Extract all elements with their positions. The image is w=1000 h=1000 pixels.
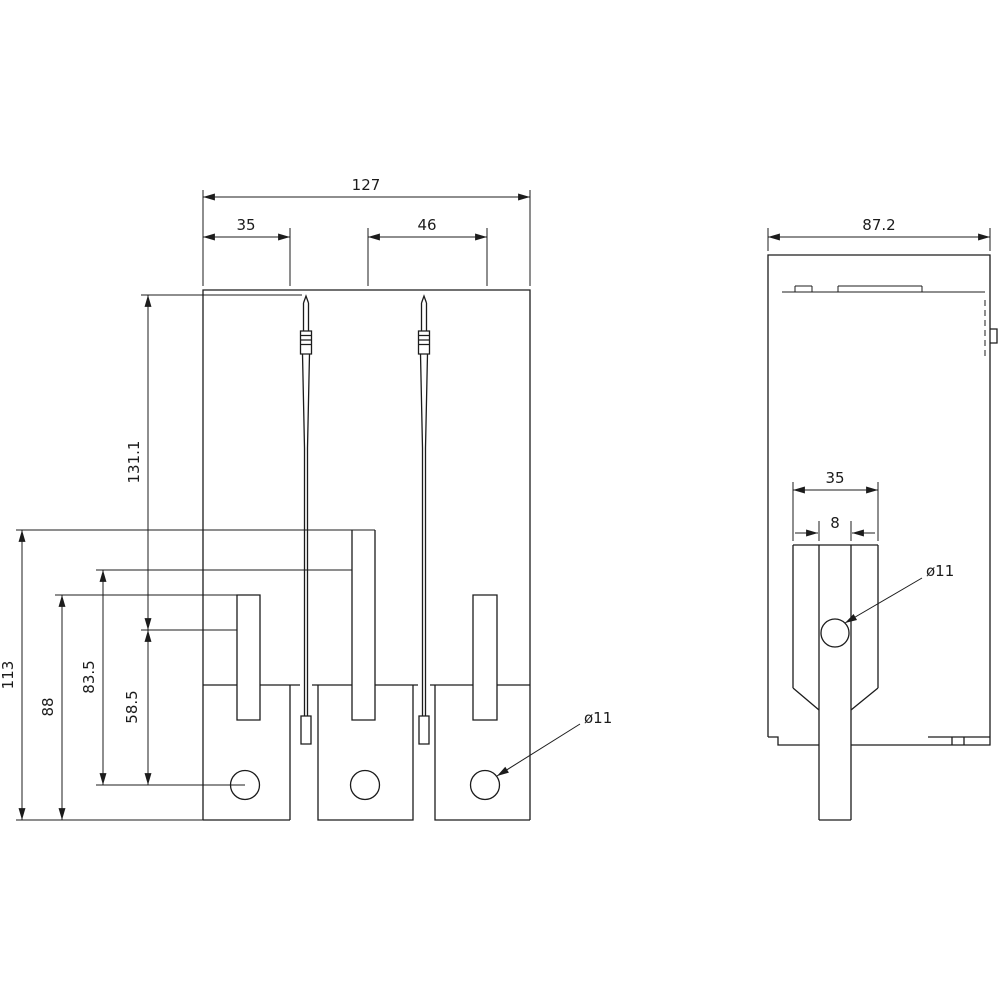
dim-113: 113 [0,530,26,820]
rod-tip [302,294,310,331]
terminal-hole-3 [469,769,501,801]
dim-pocket-width-label: 35 [825,469,844,487]
rod-head [299,330,313,355]
front-terminal-pads [203,685,530,821]
hole-callout-side-label: ø11 [926,562,954,580]
dim-83-5-label: 83.5 [80,660,98,693]
extension-lines [818,521,852,541]
rod-foot [418,715,430,745]
dim-88-label: 88 [39,697,57,716]
hole-callout-front: ø11 [496,709,612,777]
front-feature-lines [16,529,375,821]
side-terminal-bar [818,545,852,821]
clip-rod-2 [417,294,431,745]
dim-clip-height: 131.1 [125,294,302,630]
rod-foot [300,715,312,745]
dim-bar-thickness: 8 [795,514,875,541]
dim-depth: 87.2 [767,216,991,251]
side-view: 87.2 35 8 ø11 [767,216,998,821]
dim-88: 88 [39,595,66,820]
dim-terminal-pitch-label: 46 [417,216,436,234]
dim-83-5: 83.5 [80,570,107,785]
rod-tip [420,294,428,331]
front-body-outline [202,289,531,820]
hole-callout-front-label: ø11 [584,709,612,727]
dim-overall-width-label: 127 [352,176,381,194]
extension-lines [202,190,531,286]
leader-line [844,577,923,624]
side-rail-clip [990,328,998,344]
front-terminal-stems [236,530,498,721]
leader-line [496,723,581,777]
side-terminal-pocket [792,544,879,711]
extension-lines [792,482,879,541]
hole-callout-side: ø11 [844,562,954,624]
rod-shaft [419,353,429,716]
dim-terminal-width: 35 [203,216,291,286]
side-top-details [782,285,985,293]
dim-58-5-label: 58.5 [123,690,141,723]
dim-terminal-pitch: 46 [367,216,488,286]
terminal-hole-1 [229,769,261,801]
dim-bar-thickness-label: 8 [830,514,840,532]
rod-shaft [301,353,311,716]
side-body-outline [767,254,991,746]
rod-head [417,330,431,355]
front-view: 127 35 46 131.1 58.5 83.5 88 [0,176,612,821]
dim-113-label: 113 [0,661,17,690]
dim-terminal-width-label: 35 [236,216,255,234]
dim-clip-height-label: 131.1 [125,441,143,484]
terminal-hole-2 [349,769,381,801]
dim-pocket-width: 35 [792,469,879,541]
side-terminal-hole [820,618,850,648]
dim-58-5: 58.5 [123,630,152,785]
dim-depth-label: 87.2 [862,216,895,234]
clip-rod-1 [299,294,313,745]
